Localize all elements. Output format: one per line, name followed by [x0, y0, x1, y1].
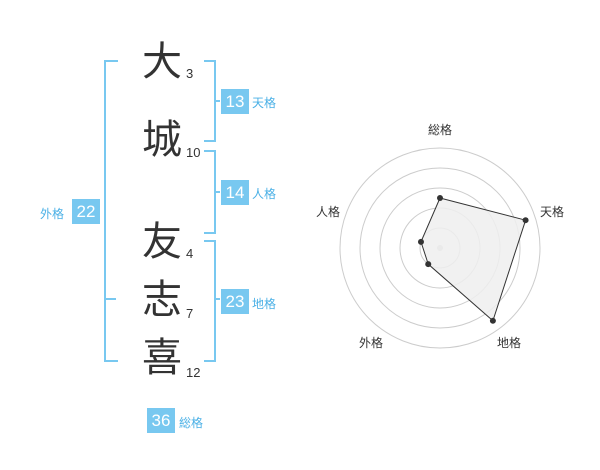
name-char-3: 友	[142, 219, 182, 265]
radar-ring	[339, 147, 541, 349]
radar-axis-label-soukaku: 総格	[428, 123, 453, 137]
radar-axis-label-gaikaku: 外格	[359, 336, 384, 350]
radar-point-2	[522, 217, 529, 224]
tenkaku-bracket-tick	[214, 100, 220, 102]
chikaku-value-badge: 23	[221, 289, 249, 314]
gaikaku-bracket-divider	[104, 298, 116, 300]
stroke-count-4: 7	[186, 306, 194, 321]
stroke-count-2: 10	[186, 145, 201, 160]
name-char-4: 志	[142, 277, 182, 323]
radar-point-5	[417, 238, 424, 245]
radar-series-area	[420, 197, 527, 322]
stroke-count-3: 4	[186, 246, 194, 261]
name-char-2: 城	[142, 117, 182, 163]
radar-point-1	[437, 195, 443, 201]
gaikaku-bracket	[104, 60, 118, 362]
name-char-1: 大	[142, 39, 182, 85]
chikaku-label: 地格	[252, 297, 277, 311]
tenkaku-label: 天格	[252, 96, 277, 110]
chikaku-bracket	[204, 240, 216, 362]
gaikaku-value-badge: 22	[72, 199, 100, 224]
stroke-count-5: 12	[186, 365, 201, 380]
soukaku-value-badge: 36	[147, 408, 175, 433]
stroke-count-1: 3	[186, 66, 194, 81]
radar-point-4	[425, 261, 432, 268]
soukaku-label: 総格	[179, 416, 204, 430]
chikaku-bracket-tick	[214, 298, 220, 300]
name-char-5: 喜	[142, 335, 182, 381]
jinkaku-value-badge: 14	[221, 180, 249, 205]
jinkaku-bracket-tick	[214, 191, 220, 193]
tenkaku-value-badge: 13	[221, 89, 249, 114]
radar-axis-label-chikaku: 地格	[497, 336, 522, 350]
radar-axis-label-tenkaku: 天格	[540, 205, 565, 219]
gaikaku-label: 外格	[40, 207, 65, 221]
jinkaku-label: 人格	[252, 187, 277, 201]
radar-point-3	[489, 317, 496, 324]
radar-axis-label-jinkaku: 人格	[316, 205, 341, 219]
radar-ring	[359, 167, 521, 329]
